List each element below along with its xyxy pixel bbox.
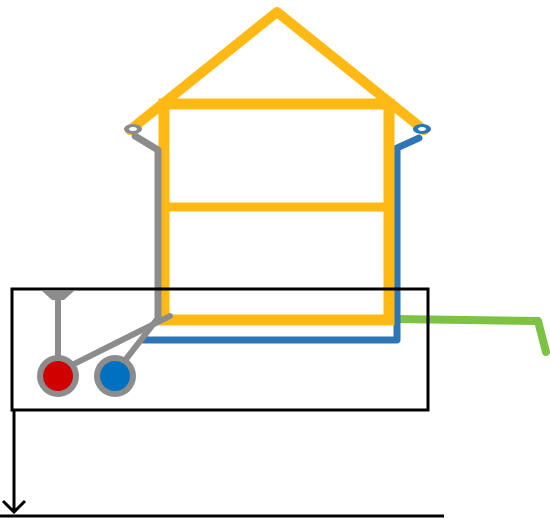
right-gutter <box>413 124 431 134</box>
green-overflow-pipe <box>392 315 550 356</box>
basement-piping <box>42 291 173 375</box>
tap-icon <box>42 291 74 300</box>
gray-downpipe <box>131 132 162 322</box>
blue-downpipe <box>138 134 423 344</box>
blue-tank <box>94 355 136 397</box>
arrow-down <box>1 410 27 515</box>
house-walls <box>158 98 395 326</box>
house <box>125 7 429 326</box>
left-gutter <box>124 124 142 134</box>
house-roof <box>125 7 429 135</box>
red-tank <box>37 355 79 397</box>
basement-box <box>10 287 430 412</box>
